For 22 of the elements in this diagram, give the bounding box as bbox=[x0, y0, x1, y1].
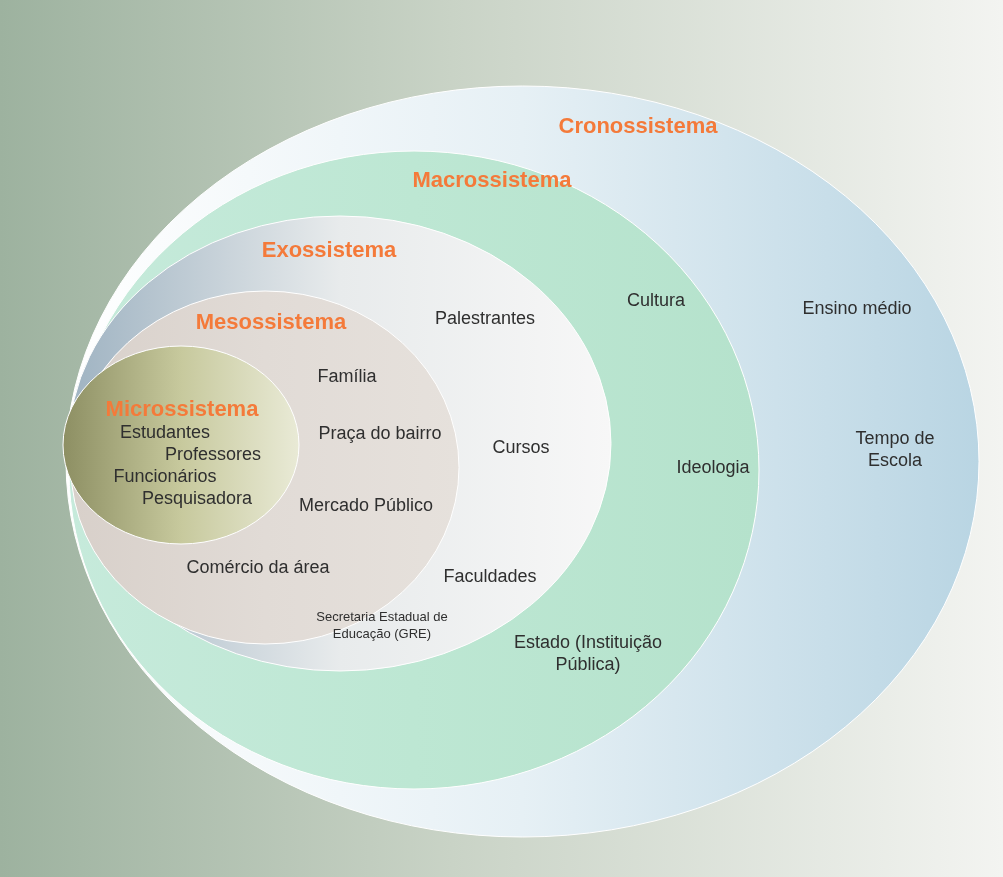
system-title: Cronossistema bbox=[558, 115, 718, 137]
factor-label: Comércio da área bbox=[186, 556, 330, 578]
factor-label: Estudantes bbox=[119, 421, 211, 443]
factor-label: Pesquisadora bbox=[141, 487, 253, 509]
factor-label: Mercado Público bbox=[298, 494, 434, 516]
system-title: Exossistema bbox=[261, 239, 397, 261]
factor-label: Faculdades bbox=[443, 565, 537, 587]
factor-label: Estado (Instituição Pública) bbox=[512, 631, 664, 675]
factor-label: Secretaria Estadual de Educação (GRE) bbox=[315, 608, 449, 642]
factor-label: Tempo de Escola bbox=[854, 427, 936, 471]
system-title: Microssistema bbox=[105, 398, 259, 420]
factor-label: Família bbox=[317, 365, 377, 387]
factor-label: Funcionários bbox=[113, 465, 217, 487]
system-title: Macrossistema bbox=[412, 169, 572, 191]
factor-label: Palestrantes bbox=[434, 307, 536, 329]
factor-label: Ideologia bbox=[676, 456, 750, 478]
factor-label: Professores bbox=[165, 443, 261, 465]
system-title: Mesossistema bbox=[195, 311, 347, 333]
factor-label: Ensino médio bbox=[802, 297, 912, 319]
factor-label: Praça do bairro bbox=[318, 422, 442, 444]
factor-label: Cultura bbox=[627, 289, 685, 311]
factor-label: Cursos bbox=[492, 436, 550, 458]
